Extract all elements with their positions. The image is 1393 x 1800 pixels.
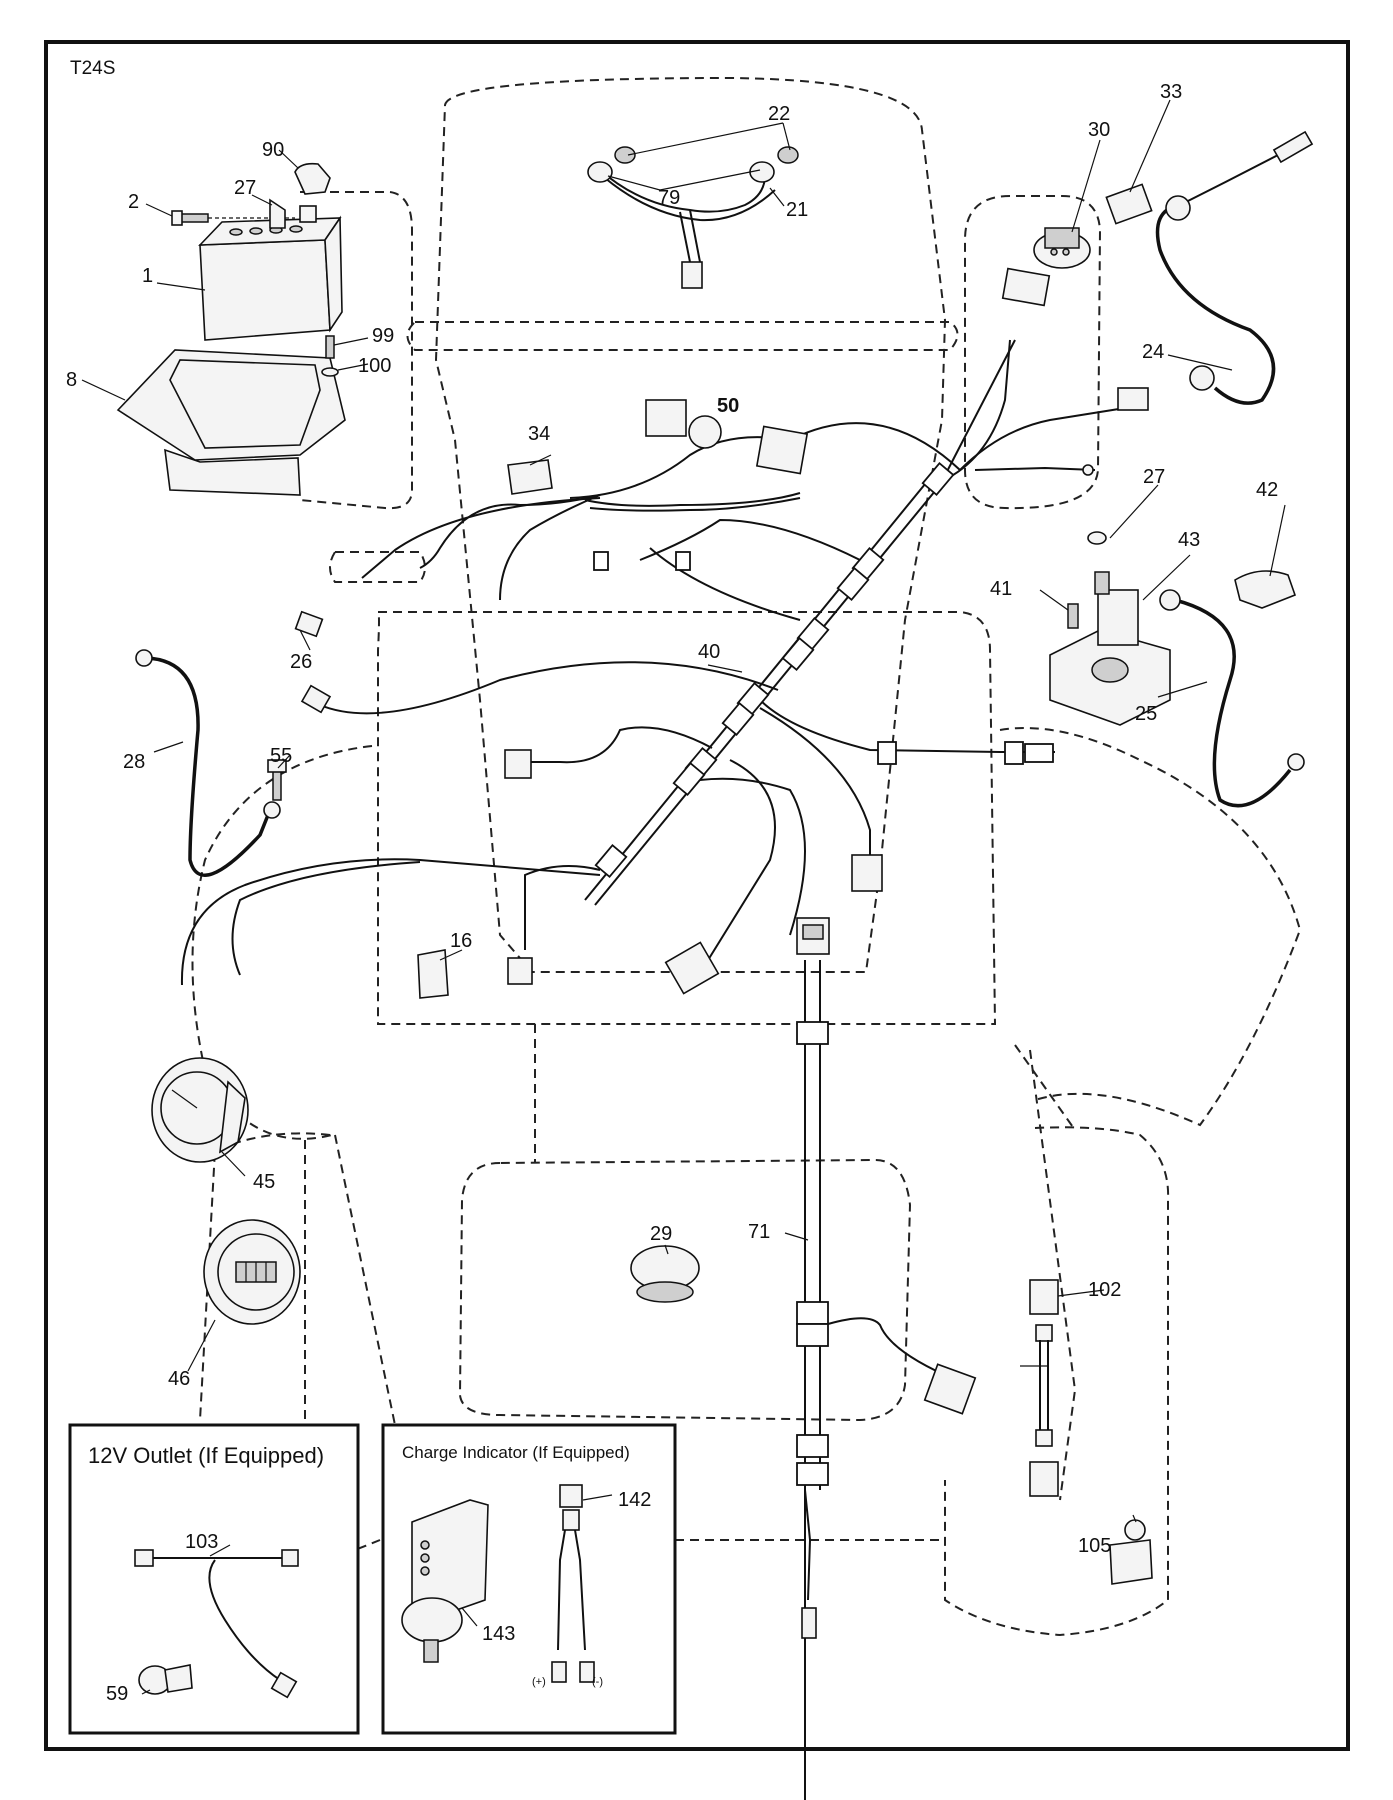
part-label-21: 21	[786, 199, 808, 221]
leader-lines	[81, 99, 1286, 1695]
part-label-34: 34	[528, 423, 550, 445]
part-label-105: 105	[1078, 1535, 1111, 1557]
accessory-parts	[1020, 1279, 1153, 1585]
part-label-8: 8	[66, 369, 77, 391]
part-label-28: 28	[123, 751, 145, 773]
starter-solenoid	[1049, 531, 1297, 726]
battery-cables	[1155, 130, 1314, 808]
part-label-71: 71	[748, 1221, 770, 1243]
part-label-50: 50	[717, 395, 739, 417]
part-label-27b: 27	[1143, 466, 1165, 488]
part-label-33: 33	[1160, 81, 1182, 103]
diagram-code: T24S	[70, 58, 115, 79]
part-label-2: 2	[128, 191, 139, 213]
part-label-143: 143	[482, 1623, 515, 1645]
part-label-29: 29	[650, 1223, 672, 1245]
part-label-25: 25	[1135, 703, 1157, 725]
part-label-45: 45	[253, 1171, 275, 1193]
part-label-103: 103	[185, 1531, 218, 1553]
ignition-switch	[1033, 183, 1153, 269]
battery-assembly	[116, 162, 346, 496]
part-label-22: 22	[768, 103, 790, 125]
part-label-102: 102	[1088, 1279, 1121, 1301]
part-label-46: 46	[168, 1368, 190, 1390]
part-label-40: 40	[698, 641, 720, 663]
diagram-frame	[44, 40, 1350, 1751]
part-label-142: 142	[618, 1489, 651, 1511]
part-label-79: 79	[658, 187, 680, 209]
gauges	[151, 1057, 301, 1325]
part-label-59: 59	[106, 1683, 128, 1705]
inset-12v-outlet: 12V Outlet (If Equipped)	[68, 1423, 360, 1735]
part-label-30: 30	[1088, 119, 1110, 141]
headlight-assembly	[587, 146, 799, 289]
part-label-27a: 27	[234, 177, 256, 199]
charge-inset-title: Charge Indicator (If Equipped)	[402, 1443, 630, 1462]
part-label-1: 1	[142, 265, 153, 287]
small-components	[135, 399, 722, 1303]
part-label-100: 100	[358, 355, 391, 377]
part-label-99: 99	[372, 325, 394, 347]
region-outlines	[191, 76, 1302, 1637]
part-label-24: 24	[1142, 341, 1164, 363]
part-label-43: 43	[1178, 529, 1200, 551]
part-labels: 1 2 8 16 21 22 24 25 26 27 27 28 29 30 3…	[66, 81, 1278, 1705]
inset-charge-indicator: Charge Indicator (If Equipped) (+) (-)	[381, 1423, 677, 1735]
part-label-26: 26	[290, 651, 312, 673]
part-label-55: 55	[270, 745, 292, 767]
part-label-41: 41	[990, 578, 1012, 600]
part-label-90: 90	[262, 139, 284, 161]
lower-harness	[796, 917, 977, 1800]
charge-minus-label: (-)	[592, 1676, 603, 1688]
part-label-16: 16	[450, 930, 472, 952]
outlet-inset-title: 12V Outlet (If Equipped)	[88, 1443, 324, 1468]
main-harness	[180, 267, 1149, 995]
part-label-42: 42	[1256, 479, 1278, 501]
charge-plus-label: (+)	[532, 1676, 546, 1688]
